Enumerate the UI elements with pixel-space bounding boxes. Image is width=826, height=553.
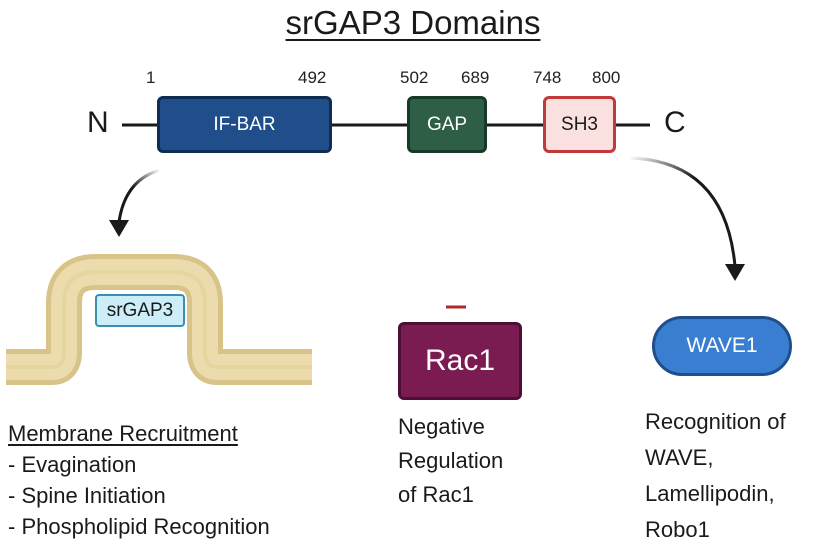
arrow-to-membrane [117, 168, 161, 223]
arrow-to-wave1 [627, 156, 737, 267]
ifbar-domain-label: IF-BAR [213, 113, 276, 135]
membrane-item-spine-initiation: - Spine Initiation [8, 483, 166, 508]
sh3-domain-label: SH3 [561, 113, 598, 135]
ifbar-end-number: 492 [298, 68, 327, 87]
wave1-desc-line-1: Recognition of [645, 409, 786, 434]
rac1-description: Negative Regulation of Rac1 [398, 410, 503, 512]
wave1-label: WAVE1 [686, 334, 758, 357]
wave1-desc-line-3: Lamellipodin, [645, 481, 775, 506]
rac1-label: Rac1 [424, 344, 496, 377]
arrowhead-membrane [109, 220, 129, 237]
membrane-core [6, 270, 312, 369]
arrowhead-wave1 [725, 264, 745, 281]
sh3-end-number: 800 [592, 68, 621, 87]
sh3-domain-box: SH3 [543, 96, 616, 153]
sh3-start-number: 748 [533, 68, 562, 87]
wave1-desc-line-4: Robo1 [645, 517, 710, 542]
membrane-recruitment-heading: Membrane Recruitment [8, 421, 238, 446]
c-terminus-label: C [664, 106, 686, 139]
ifbar-start-number: 1 [146, 68, 156, 87]
wave1-desc-line-2: WAVE, [645, 445, 714, 470]
rac1-box: Rac1 [398, 322, 522, 400]
n-terminus-label: N [87, 106, 109, 139]
gap-domain-box: GAP [407, 96, 487, 153]
gap-end-number: 689 [461, 68, 490, 87]
membrane-recruitment-block: Membrane Recruitment - Evagination - Spi… [8, 418, 270, 542]
srgap3-label-text: srGAP3 [106, 299, 174, 321]
wave1-pill: WAVE1 [652, 316, 792, 376]
diagram-title: srGAP3 Domains [285, 4, 541, 41]
rac1-desc-line-1: Negative [398, 414, 485, 439]
srgap3-membrane-label: srGAP3 [95, 294, 185, 327]
rac1-desc-line-3: of Rac1 [398, 482, 474, 507]
wave1-description: Recognition of WAVE, Lamellipodin, Robo1 [645, 404, 786, 548]
membrane-item-phospholipid: - Phospholipid Recognition [8, 514, 270, 539]
gap-domain-label: GAP [426, 113, 468, 135]
membrane-item-evagination: - Evagination [8, 452, 137, 477]
ifbar-domain-box: IF-BAR [157, 96, 332, 153]
rac1-desc-line-2: Regulation [398, 448, 504, 473]
gap-start-number: 502 [400, 68, 429, 87]
